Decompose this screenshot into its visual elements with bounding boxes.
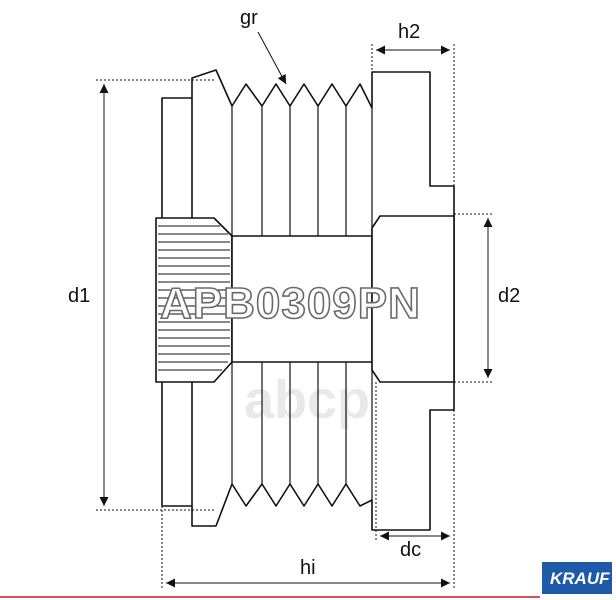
d1-label: d1 (68, 285, 90, 307)
spline-teeth (158, 225, 230, 371)
logo-text: KRAUF (550, 569, 610, 588)
hi-label: hi (300, 557, 316, 579)
dimension-lines (96, 31, 494, 590)
gr-leader-line (257, 31, 287, 85)
part-number-text: APB0309PN (160, 279, 421, 328)
d2-label: d2 (498, 285, 520, 307)
h2-label: h2 (398, 21, 420, 43)
dc-label: dc (400, 539, 421, 561)
krauf-logo: KRAUF (542, 562, 612, 594)
pulley-outline (155, 69, 455, 531)
watermark-text: abcp (244, 370, 370, 430)
gr-label: gr (240, 7, 258, 29)
